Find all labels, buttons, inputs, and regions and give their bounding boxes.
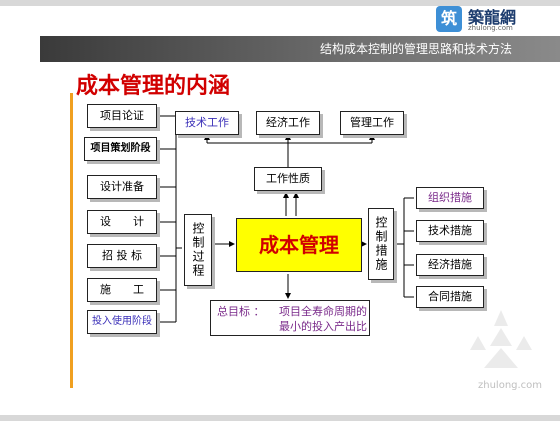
stage-in-use: 投入使用阶段 — [87, 310, 157, 334]
logo-url: zhulong.com — [468, 24, 513, 32]
stage-design-preparation: 设计准备 — [87, 175, 157, 199]
management-work-box: 管理工作 — [340, 111, 404, 135]
work-nature-box: 工作性质 — [254, 167, 322, 191]
slide-top-border — [0, 0, 560, 6]
accent-divider — [70, 93, 73, 388]
overall-goal-box: 总目标 ： 项目全寿命周期的最小的投入产出比 — [210, 300, 370, 336]
stage-construction: 施 工 — [87, 278, 157, 302]
technical-measures-box: 技术措施 — [416, 220, 484, 242]
contract-measures-box: 合同措施 — [416, 286, 484, 308]
stage-project-demonstration: 项目论证 — [87, 104, 157, 128]
watermark-text: zhulong.com — [478, 380, 543, 391]
economic-work-box: 经济工作 — [256, 111, 320, 135]
header-bar: 结构成本控制的管理思路和技术方法 — [40, 36, 560, 62]
header-title: 结构成本控制的管理思路和技术方法 — [319, 42, 512, 56]
slide-bottom-border — [0, 415, 560, 421]
goal-label: 总目标 ： — [217, 305, 265, 318]
slide-title: 成本管理的内涵 — [76, 74, 231, 99]
control-measures-box: 控制措施 — [368, 208, 394, 280]
logo-mark-icon: 筑 — [436, 6, 462, 32]
zhulong-logo: 筑 築龍網 zhulong.com — [436, 4, 554, 36]
stage-project-planning: 项目策划阶段 — [84, 137, 157, 161]
technical-work-box: 技术工作 — [175, 111, 239, 135]
goal-text: 项目全寿命周期的最小的投入产出比 — [279, 305, 367, 333]
control-process-box: 控制过程 — [184, 214, 212, 286]
organizational-measures-box: 组织措施 — [416, 187, 484, 209]
watermark-icon — [470, 310, 532, 368]
stage-bidding: 招 投 标 — [87, 244, 157, 268]
stage-design: 设 计 — [87, 210, 157, 234]
cost-management-core: 成本管理 — [236, 218, 362, 272]
logo-name: 築龍網 — [468, 8, 517, 27]
economic-measures-box: 经济措施 — [416, 254, 484, 276]
